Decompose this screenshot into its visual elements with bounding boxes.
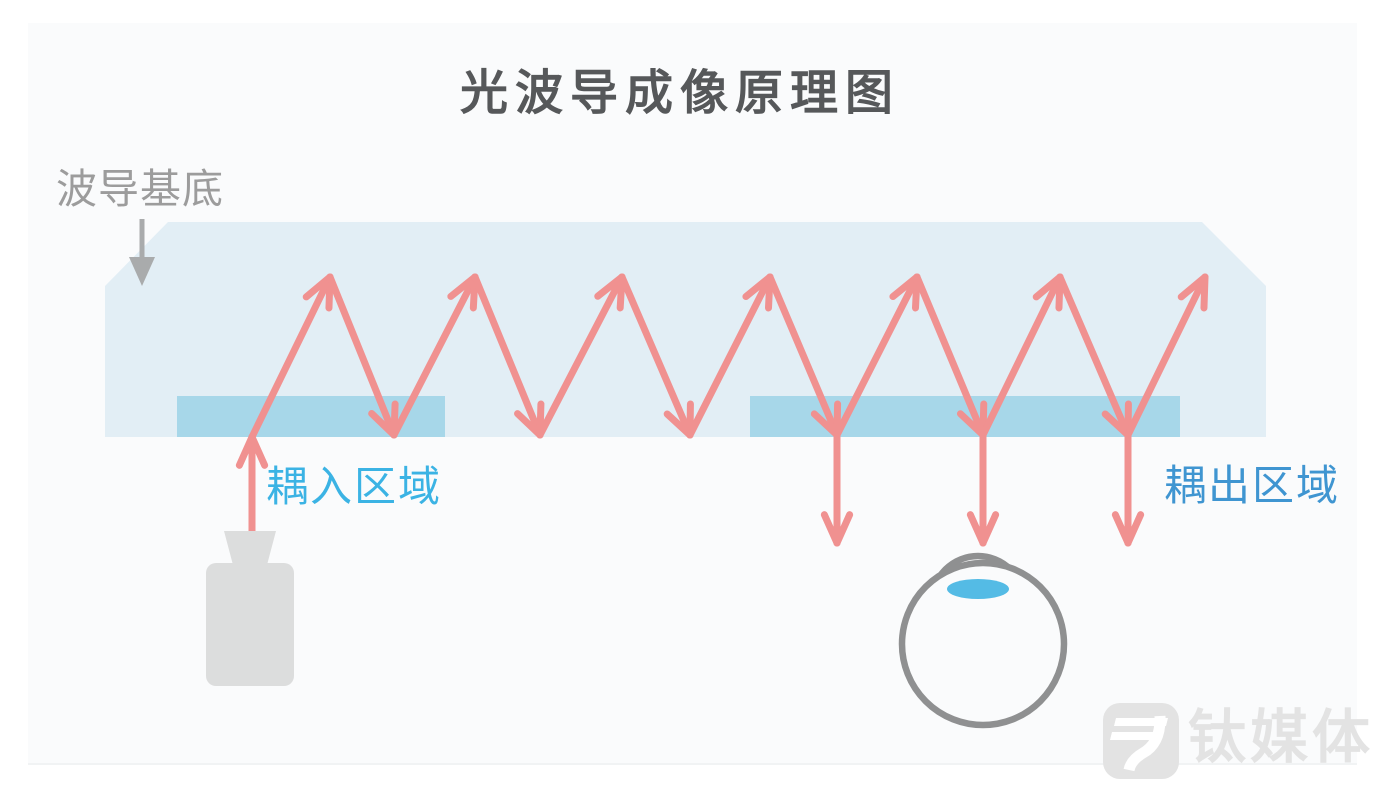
light-ray-segment — [966, 511, 987, 547]
light-ray-segment — [248, 433, 269, 469]
light-ray-segment — [447, 273, 479, 300]
light-ray-segment — [766, 273, 841, 439]
light-ray-segment — [833, 511, 854, 547]
light-ray-segment — [618, 273, 694, 439]
light-ray-segment — [594, 273, 626, 300]
light-ray-segment — [471, 273, 544, 439]
projector — [206, 531, 294, 686]
light-ray-segment — [1124, 273, 1209, 439]
light-ray-segment — [979, 273, 1064, 439]
light-ray-segment — [979, 511, 1000, 547]
light-ray-segment — [302, 273, 334, 301]
light-ray-segment — [235, 433, 256, 469]
light-ray-segment — [368, 410, 398, 439]
light-ray-segment — [1101, 410, 1132, 439]
coupling-out-label: 耦出区域 — [1164, 462, 1341, 509]
waveguide-substrate — [105, 222, 1266, 437]
light-ray-segment — [663, 410, 694, 439]
eyeball — [898, 559, 1068, 729]
watermark-text: 钛媒体 — [1188, 705, 1375, 770]
light-ray-segment — [536, 273, 626, 439]
light-ray-segment — [833, 273, 921, 439]
light-ray-segment — [913, 273, 987, 439]
light-ray-segment — [820, 511, 841, 547]
light-rays — [235, 273, 1209, 547]
light-ray-segment — [889, 273, 921, 301]
light-ray-segment — [1200, 273, 1209, 312]
light-ray-segment — [248, 273, 334, 441]
diagram-title: 光波导成像原理图 — [459, 67, 900, 120]
light-ray-segment — [742, 273, 774, 301]
projector-body — [206, 563, 294, 686]
light-ray-segment — [390, 273, 479, 439]
light-ray-segment — [686, 273, 774, 439]
light-ray-segment — [1124, 511, 1145, 547]
substrate-label: 波导基底 — [56, 166, 224, 212]
light-ray-segment — [326, 273, 398, 439]
light-ray-segment — [1056, 273, 1132, 439]
light-ray-segment — [1032, 273, 1064, 301]
light-ray-segment — [956, 410, 987, 439]
light-ray-segment — [810, 410, 841, 439]
light-ray-segment — [1177, 273, 1209, 301]
down-arrow-icon — [129, 257, 155, 286]
light-ray-segment — [514, 410, 544, 439]
coupling-in-label: 耦入区域 — [266, 463, 443, 510]
projector-lens — [224, 531, 276, 565]
watermark-logo-icon — [1103, 703, 1179, 779]
eye — [898, 552, 1068, 729]
light-ray-segment — [1111, 511, 1132, 547]
eye-pupil — [947, 579, 1009, 599]
